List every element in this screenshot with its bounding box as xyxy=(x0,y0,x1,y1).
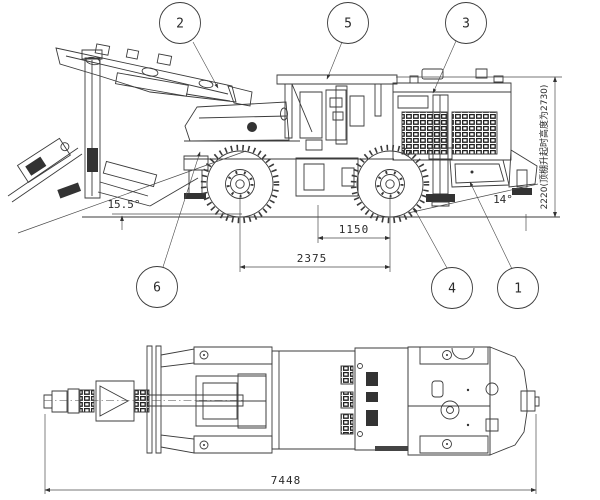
angle-front-label: 15.5° xyxy=(107,198,140,211)
plan-front-axle xyxy=(161,347,272,453)
callout-2: 2 xyxy=(160,3,219,89)
callout-5: 5 xyxy=(327,3,369,80)
callout-4: 4 xyxy=(414,207,473,309)
callout-3: 3 xyxy=(433,3,487,94)
side-view: 15.5° 14° 2220(顶棚升起时高度为2730) 1150 2375 xyxy=(8,3,562,309)
boom-assembly xyxy=(56,44,252,106)
engine-grille-right xyxy=(452,112,497,154)
plan-view: 7448 xyxy=(44,346,539,494)
engine-compartment xyxy=(393,69,511,160)
plan-rear-taper xyxy=(490,347,539,455)
bolting-mast xyxy=(426,95,455,206)
dim-1150: 1150 xyxy=(317,196,391,272)
canopy xyxy=(277,75,397,138)
angle-front: 15.5° xyxy=(18,151,246,233)
callout-1: 1 xyxy=(470,181,539,309)
muffler xyxy=(422,69,443,79)
engine-grille-left xyxy=(402,112,447,154)
plan-rear-wheel-bottom xyxy=(420,436,488,453)
rear-outrigger xyxy=(512,170,532,195)
rear-panel xyxy=(450,150,537,187)
callout-1-label: 1 xyxy=(514,282,522,297)
callout-5-label: 5 xyxy=(344,17,352,32)
callout-6-label: 6 xyxy=(153,281,161,296)
dim-overall-height-label: 2220(顶棚升起时高度为2730) xyxy=(538,85,550,210)
plan-cross-rail xyxy=(147,346,161,453)
plan-front-wheel-top xyxy=(194,347,272,364)
plan-mid-deck xyxy=(272,351,355,449)
dim-wheelbase: 2375 xyxy=(239,196,391,272)
plan-rear-deck xyxy=(408,347,498,455)
dim-overall-length: 7448 xyxy=(44,414,537,494)
plan-rear-wheel-top xyxy=(420,347,488,364)
callout-3-label: 3 xyxy=(462,17,470,32)
dim-1150-label: 1150 xyxy=(339,223,370,236)
dim-overall-length-label: 7448 xyxy=(271,474,302,487)
operator-cab xyxy=(296,86,364,196)
dim-overall-height: 2220(顶棚升起时高度为2730) xyxy=(396,76,562,218)
front-mast xyxy=(82,50,102,198)
dim-wheelbase-label: 2375 xyxy=(297,252,328,265)
callout-2-label: 2 xyxy=(176,17,184,32)
drill-turret xyxy=(8,136,198,206)
callout-6: 6 xyxy=(137,151,201,308)
plan-articulation xyxy=(355,348,408,451)
plan-front-wheel-bottom xyxy=(194,436,272,453)
angle-rear-label: 14° xyxy=(493,193,513,206)
front-hood xyxy=(184,102,394,159)
angle-rear: 14° xyxy=(408,184,538,231)
callout-4-label: 4 xyxy=(448,282,456,297)
